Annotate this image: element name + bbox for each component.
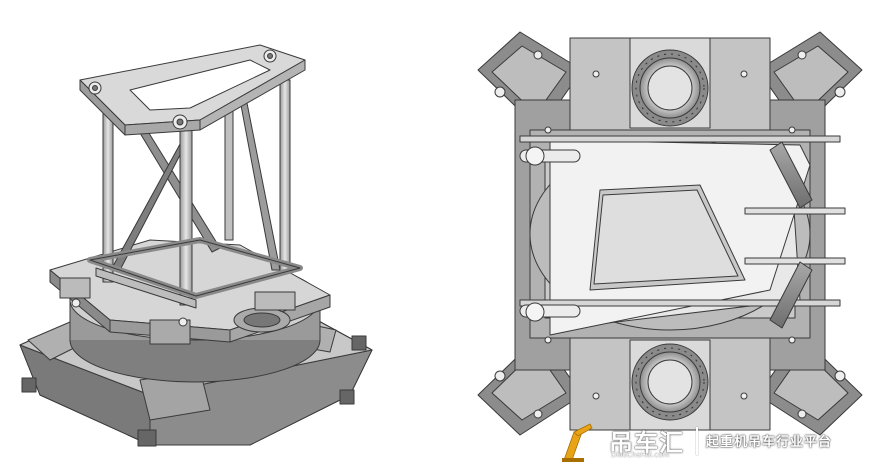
crane-hook-logo bbox=[562, 423, 593, 462]
flange-bottom bbox=[631, 343, 709, 421]
watermark-divider bbox=[695, 426, 698, 455]
tower-head bbox=[79, 44, 306, 136]
watermark-url: DiaoCheHui.com bbox=[610, 451, 670, 459]
pin-rods bbox=[519, 135, 846, 329]
watermark-brand: 吊车汇 bbox=[608, 429, 684, 457]
flange-top bbox=[631, 49, 709, 127]
isometric-view bbox=[19, 44, 373, 447]
bolts bbox=[544, 70, 796, 400]
a-frame bbox=[549, 139, 811, 336]
top-view bbox=[477, 31, 863, 436]
watermark-tagline: 起重机吊车行业平台 bbox=[705, 435, 832, 450]
watermark: 吊车汇 DiaoCheHui.com 起重机吊车行业平台 bbox=[608, 423, 832, 459]
